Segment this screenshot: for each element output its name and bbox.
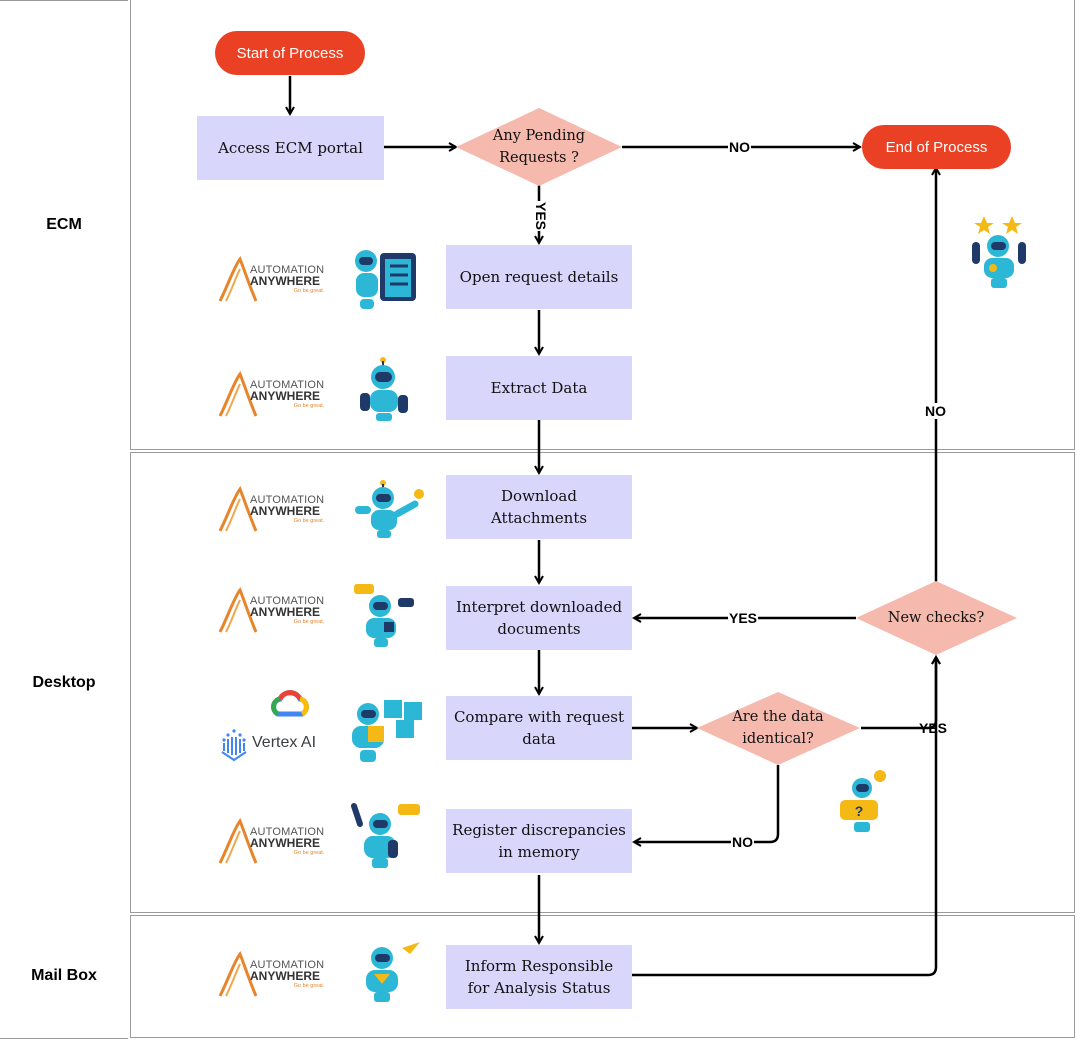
edge-inform-newchecks: [632, 657, 936, 977]
label-identical-yes: YES: [919, 720, 948, 736]
robot-wave-icon: [355, 480, 424, 538]
robot-extract-icon: [360, 357, 408, 421]
process-access-ecm-portal: Access ECM portal: [197, 116, 384, 180]
label-pending-no: NO: [728, 139, 751, 155]
decision-pending-shape: [456, 108, 622, 186]
vertex-ai-icon: [221, 729, 247, 762]
process-download-attachments: Download Attachments: [446, 475, 632, 539]
label-newchecks-no: NO: [924, 403, 947, 419]
process-compare-request-data: Compare with request data: [446, 696, 632, 760]
lane-mailbox: [130, 915, 1075, 1038]
svg-text:?: ?: [855, 803, 864, 819]
lane-label-column-bottom: [0, 1038, 128, 1040]
aa-mark-icon: [218, 255, 258, 302]
label-pending-yes: YES: [533, 200, 550, 232]
label-newchecks-yes: YES: [728, 610, 759, 626]
google-cloud-icon: [271, 690, 309, 717]
process-extract-data: Extract Data: [446, 356, 632, 420]
process-interpret-documents: Interpret downloaded documents: [446, 586, 632, 650]
end-of-process: End of Process: [862, 125, 1011, 169]
lane-desktop: [130, 452, 1075, 913]
process-register-discrepancies: Register discrepancies in memory: [446, 809, 632, 873]
process-inform-responsible: Inform Responsible for Analysis Status: [446, 945, 632, 1009]
aa-mark-icon: [218, 586, 258, 633]
aa-mark-icon: [218, 485, 258, 532]
lane-label-desktop: Desktop: [32, 674, 96, 691]
decision-data-identical: Are the data identical?: [732, 709, 824, 747]
robot-register-icon: [351, 803, 420, 868]
robot-thinking-icon: ?: [840, 770, 886, 832]
robot-chat-icon: [354, 584, 414, 647]
decision-newchecks-shape: [856, 581, 1017, 655]
robot-puzzle-icon: [352, 700, 422, 762]
decision-identical-shape: [697, 692, 860, 765]
aa-mark-icon: [218, 950, 258, 997]
vertex-ai-label: Vertex AI: [252, 734, 317, 751]
process-open-request-details: Open request details: [446, 245, 632, 309]
lane-label-column-divider: [0, 0, 128, 2]
lane-label-mailbox: Mail Box: [31, 967, 97, 984]
lane-ecm: [130, 0, 1075, 450]
aa-mark-icon: [218, 817, 258, 864]
decision-pending-requests: Any Pending Requests ?: [492, 128, 586, 166]
aa-mark-icon: [218, 370, 258, 417]
decision-new-checks: New checks?: [887, 610, 985, 626]
label-identical-no: NO: [731, 834, 754, 850]
edge-identical-newchecks: [861, 657, 936, 730]
start-of-process: Start of Process: [215, 31, 365, 75]
robot-clipboard-icon: [355, 250, 416, 309]
edge-identical-register: [634, 765, 780, 842]
robot-inform-icon: [366, 942, 420, 1002]
lane-label-ecm: ECM: [46, 216, 82, 233]
robot-celebrate-icon: [972, 216, 1026, 288]
